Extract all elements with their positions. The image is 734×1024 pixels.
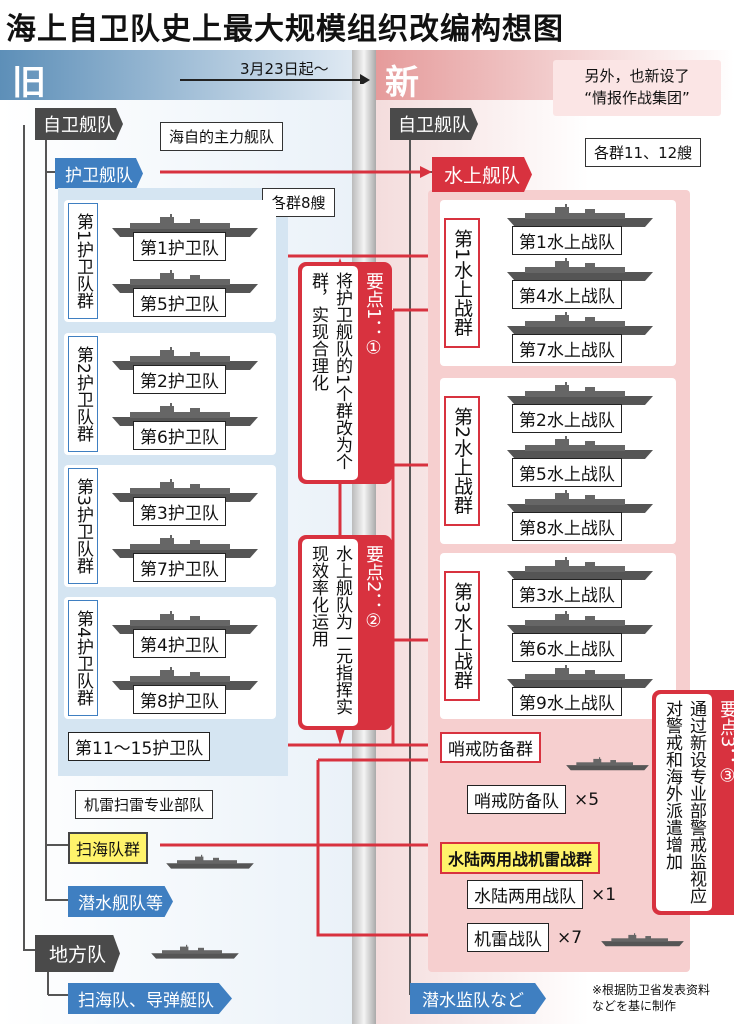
old-unit-label: 第7护卫队 [133, 553, 226, 582]
amphib-mine-group: 水陆两用战机雷战群 [440, 842, 601, 874]
page-title: 海上自卫队史上最大规模组织改编构想图 [6, 12, 564, 47]
ship-icon [500, 204, 660, 228]
amphib-multiplier: ×1 [591, 884, 617, 905]
new-unit-label: 第2水上战队 [512, 404, 622, 433]
new-count-callout: 各群11、12艘 [585, 138, 702, 167]
key-point-2-label: 要点2：② [363, 545, 384, 632]
old-group-name: 第1护卫队群 [68, 203, 98, 319]
new-unit-label: 第3水上战队 [512, 579, 622, 608]
new-unit-label: 第4水上战队 [512, 280, 622, 309]
old-group-name: 第4护卫队群 [68, 600, 98, 716]
ship-icon [500, 382, 660, 406]
key-point-3: 通过新设专业部警戒监视应对警戒和海外派遣增加要点3：③ [652, 690, 734, 915]
old-unit-label: 第3护卫队 [133, 497, 226, 526]
start-date: 3月23日起～ [240, 60, 329, 78]
mine-multiplier: ×7 [557, 927, 583, 948]
new-unit-label: 第1水上战队 [512, 226, 622, 255]
new-unit-label: 第7水上战队 [512, 334, 622, 363]
ship-icon [500, 312, 660, 336]
note-line-2: “情报作战集团” [584, 89, 690, 107]
ship-icon [500, 258, 660, 282]
key-point-3-text: 通过新设专业部警戒监视应对警戒和海外派遣增加 [656, 694, 712, 911]
mine-callout: 机雷扫雷专业部队 [75, 790, 214, 819]
ship-icon [500, 490, 660, 514]
footnote-line-2: などを基に制作 [592, 999, 677, 1013]
submarine-command: 潜水监队など [410, 983, 546, 1014]
key-point-2: 水上舰队为一元指挥实现效率化运用要点2：② [298, 535, 392, 730]
date-arrow [180, 74, 370, 84]
ship-icon [500, 611, 660, 635]
ship-icon [500, 557, 660, 581]
old-unit-label: 第6护卫队 [133, 421, 226, 450]
key-point-1: 将护卫舰队的1个群改为个群，实现合理化要点1：① [298, 262, 392, 484]
new-unit-label: 第5水上战队 [512, 458, 622, 487]
old-header-band [0, 50, 372, 100]
amphib-unit: 水陆两用战队 [467, 880, 583, 909]
note-line-1: 另外，也新设了 [584, 67, 690, 85]
submarine-fleet: 潜水舰队等 [68, 886, 173, 917]
new-group-name: 第3水上战群 [444, 571, 480, 701]
key-point-2-text: 水上舰队为一元指挥实现效率化运用 [302, 539, 358, 726]
surface-fleet: 水上舰队 [432, 157, 533, 192]
new-unit-label: 第8水上战队 [512, 512, 622, 541]
patrol-unit: 哨戒防备队 [467, 785, 566, 814]
ship-icon [150, 940, 240, 964]
district-force: 地方队 [35, 935, 121, 972]
ship-icon [500, 665, 660, 689]
footnote: ※根据防卫省发表资料などを基に制作 [592, 982, 710, 1014]
footnote-line-1: ※根据防卫省发表资料 [592, 983, 711, 997]
old-unit-label: 第8护卫队 [133, 685, 226, 714]
old-unit-label: 第2护卫队 [133, 365, 226, 394]
escort-11-15: 第11～15护卫队 [68, 732, 211, 761]
new-label: 新 [385, 63, 419, 103]
patrol-multiplier: ×5 [574, 789, 600, 810]
new-unit-label: 第6水上战队 [512, 633, 622, 662]
district-sub-units: 扫海队、导弹艇队 [68, 983, 232, 1014]
ship-icon [500, 436, 660, 460]
new-self-defense-fleet: 自卫舰队 [390, 108, 478, 140]
key-point-1-text: 将护卫舰队的1个群改为个群，实现合理化 [302, 266, 358, 480]
mine-unit: 机雷战队 [467, 923, 549, 952]
old-unit-label: 第5护卫队 [133, 288, 226, 317]
old-unit-label: 第1护卫队 [133, 232, 226, 261]
new-group-name: 第2水上战群 [444, 396, 480, 526]
ship-icon [165, 850, 255, 874]
old-self-defense-fleet: 自卫舰队 [35, 108, 123, 140]
escort-fleet: 护卫舰队 [55, 158, 143, 189]
old-group-name: 第3护卫队群 [68, 468, 98, 584]
new-group-name: 第1水上战群 [444, 218, 480, 348]
main-fleet-callout: 海自的主力舰队 [160, 122, 284, 151]
key-point-3-label: 要点3：③ [717, 700, 734, 787]
old-group-name: 第2护卫队群 [68, 336, 98, 452]
old-label: 旧 [12, 63, 46, 103]
ship-icon [565, 752, 650, 776]
patrol-group: 哨戒防备群 [440, 732, 541, 763]
note-box: 另外，也新设了 “情报作战集团” [553, 60, 721, 116]
key-point-1-label: 要点1：① [363, 272, 384, 359]
new-unit-label: 第9水上战队 [512, 687, 622, 716]
old-unit-label: 第4护卫队 [133, 629, 226, 658]
minesweeper-group: 扫海队群 [68, 832, 149, 864]
ship-icon [600, 928, 685, 952]
